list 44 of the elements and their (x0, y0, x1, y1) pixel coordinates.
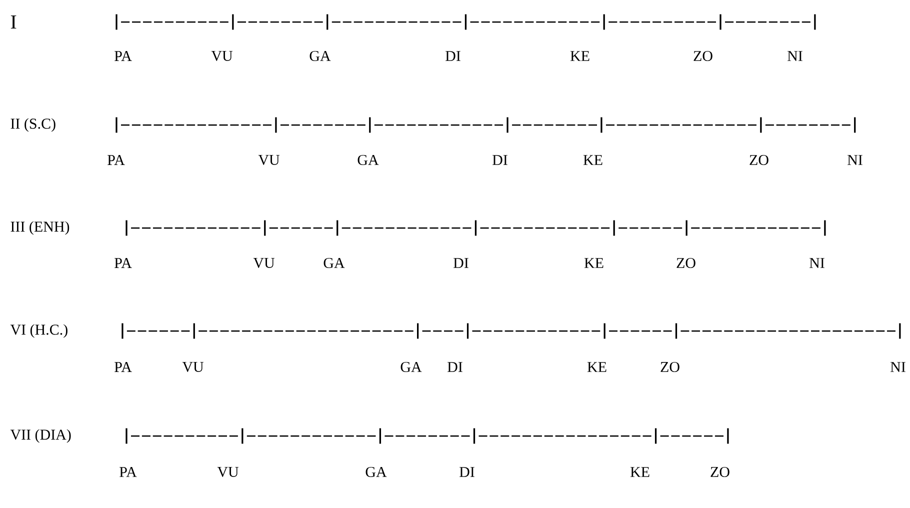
note-name: NI (890, 362, 906, 372)
interval-scale: |----------|------------|--------|----------------|------| (126, 428, 729, 444)
note-name: ZO (710, 466, 730, 478)
interval-scale: |--------------|--------|------------|--------|--------------|--------| (116, 117, 856, 133)
row-label: I (10, 15, 16, 29)
note-name: KE (584, 258, 604, 268)
row-label: VI (H.C.) (10, 324, 68, 338)
note-name: ZO (750, 154, 768, 166)
note-name: DI (454, 258, 468, 268)
note-name: PA (114, 258, 132, 268)
note-name: DI (460, 467, 474, 477)
note-name: NI (848, 155, 862, 165)
note-name: GA (310, 50, 331, 62)
interval-scale: |------------|------|------------|------------|------|------------| (126, 220, 826, 236)
note-name: PA (114, 362, 132, 372)
note-name: KE (570, 51, 590, 61)
note-name: VU (258, 154, 280, 165)
note-name: DI (448, 362, 462, 372)
interval-scale: |------|--------------------|----|------------|------|--------------------| (122, 323, 901, 339)
interval-scale: |----------|--------|------------|------------|----------|--------| (116, 14, 816, 30)
note-name: GA (366, 466, 387, 478)
note-name: PA (114, 51, 132, 61)
note-name: VU (217, 466, 239, 477)
note-name: ZO (660, 362, 680, 372)
note-name: VU (182, 362, 204, 372)
note-name: PA (108, 155, 125, 165)
note-name: ZO (694, 50, 712, 62)
row-label: VII (DIA) (10, 429, 71, 443)
note-name: ZO (676, 258, 696, 268)
note-name: PA (120, 467, 137, 477)
note-name: GA (400, 362, 422, 372)
row-label: II (S.C) (10, 118, 56, 132)
note-name: DI (492, 155, 508, 165)
note-name: KE (630, 467, 650, 477)
note-name: NI (788, 51, 802, 61)
note-name: VU (253, 258, 275, 268)
row-label: III (ENH) (10, 221, 70, 235)
note-name: KE (587, 362, 606, 372)
note-name: GA (324, 258, 345, 268)
note-name: KE (583, 155, 602, 165)
note-name: GA (358, 154, 379, 166)
note-name: DI (446, 51, 460, 61)
note-name: VU (211, 50, 233, 61)
note-name: NI (810, 258, 824, 268)
